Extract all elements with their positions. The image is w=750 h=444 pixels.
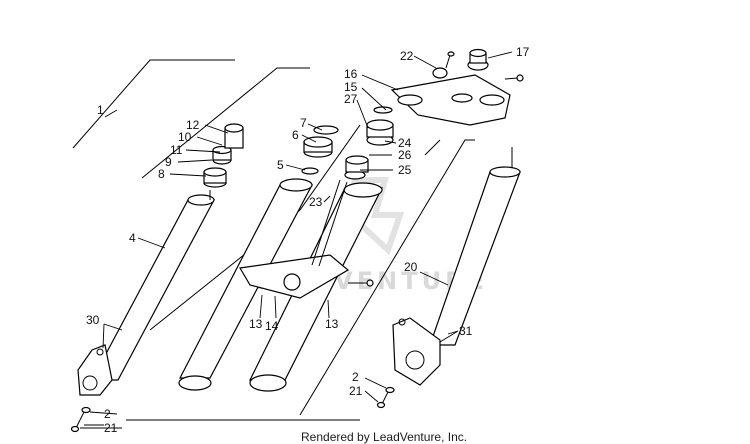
callout-8: 8 xyxy=(158,167,165,181)
bottom-screw-right xyxy=(376,386,395,409)
callout-30: 30 xyxy=(86,313,100,327)
callout-2-right: 2 xyxy=(352,370,359,384)
steering-stem xyxy=(311,179,348,267)
fork-tube-right xyxy=(429,147,521,346)
callout-5: 5 xyxy=(277,158,284,172)
callout-25: 25 xyxy=(398,163,412,177)
callout-1: 1 xyxy=(97,103,104,117)
callout-7: 7 xyxy=(300,116,307,130)
callout-27: 27 xyxy=(344,92,358,106)
bottom-screw-left xyxy=(70,406,91,433)
callout-20: 20 xyxy=(404,260,418,274)
callout-16: 16 xyxy=(344,67,358,81)
lower-leg-left xyxy=(77,344,113,396)
top-nut xyxy=(467,48,489,71)
callout-26: 26 xyxy=(398,148,412,162)
callout-12: 12 xyxy=(186,118,200,132)
clamp-bolt xyxy=(432,51,524,82)
bearing-nut-stack xyxy=(301,125,339,175)
group-outline-center xyxy=(126,67,360,421)
callout-4: 4 xyxy=(129,231,136,245)
callout-labels: 1 12 10 11 9 8 4 30 2 21 7 6 5 23 13 14 … xyxy=(86,45,530,435)
leader-lines xyxy=(80,51,513,429)
callout-21-left: 21 xyxy=(104,421,118,435)
bearing-stack-right xyxy=(344,106,394,180)
callout-14: 14 xyxy=(265,319,279,333)
lower-leg-right xyxy=(392,317,441,386)
callout-21-right: 21 xyxy=(349,384,363,398)
fork-tube-left xyxy=(91,190,215,381)
callout-10: 10 xyxy=(178,130,192,144)
footer-credit: Rendered by LeadVenture, Inc. xyxy=(301,430,467,444)
callout-17: 17 xyxy=(516,45,530,59)
group-outline-left xyxy=(72,59,235,426)
callout-11: 11 xyxy=(170,143,183,157)
upper-triple-clamp xyxy=(390,74,511,126)
callout-23: 23 xyxy=(309,195,323,209)
callout-24: 24 xyxy=(398,136,412,150)
callout-13-right: 13 xyxy=(325,317,339,331)
callout-31: 31 xyxy=(459,324,473,338)
callout-22: 22 xyxy=(400,49,414,63)
callout-9: 9 xyxy=(165,155,172,169)
outer-tube-center-left xyxy=(178,178,313,391)
callout-2-left: 2 xyxy=(104,407,111,421)
group-outline-right xyxy=(149,124,475,416)
callout-13-left: 13 xyxy=(249,317,263,331)
callout-6: 6 xyxy=(292,128,299,142)
callout-15: 15 xyxy=(344,80,358,94)
fork-cap-stack-left xyxy=(203,123,244,188)
